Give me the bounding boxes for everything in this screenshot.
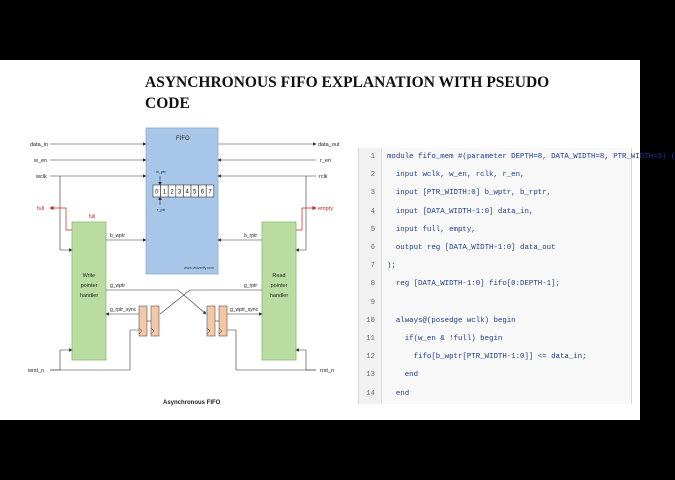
g-wptr-sync-label: g_wptr_sync [230,307,259,313]
code-line: 8 reg [DATA_WIDTH-1:0] fifo[0:DEPTH-1]; [359,275,631,293]
code-editor: 1 module fifo_mem #(parameter DEPTH=8, DA… [358,148,675,404]
memory-cell-index: 5 [193,190,197,196]
full-output-label: full [37,206,44,212]
full-inner-label: full [89,214,95,220]
rclk-label: rclk [319,174,328,180]
write-side-synchronizer [138,305,160,337]
read-handler-line-1: Read [272,273,285,279]
code-text: ); [387,262,396,271]
code-line: 3 input [PTR_WIDTH:0] b_wptr, b_rptr, [359,184,631,202]
data-out-label: data_out [318,142,340,148]
w-en-label: w_en [33,158,47,164]
memory-cell-index: 0 [155,190,159,196]
g-wptr-label: g_wptr [110,283,125,289]
line-number: 14 [366,389,375,398]
wclk-label: wclk [35,174,47,180]
memory-cell-index: 3 [178,190,182,196]
wrst-n-label: wrst_n [27,368,44,374]
g-rptr-label: g_rptr [244,283,257,289]
line-number: 2 [370,171,375,180]
line-number-gutter [359,148,382,404]
write-pointer-handler [71,221,107,361]
code-text: output reg [DATA_WIDTH-1:0] data_out [387,244,556,252]
read-side-synchronizer [206,305,228,337]
empty-output-label: empty [318,206,333,212]
memory-cell-index: 7 [208,190,212,196]
code-line: 4 input [DATA_WIDTH-1:0] data_in, [359,203,631,221]
code-text: reg [DATA_WIDTH-1:0] fifo[0:DEPTH-1]; [387,280,560,289]
code-line: 6 output reg [DATA_WIDTH-1:0] data_out [359,239,631,257]
fifo-block [145,127,219,275]
code-line: 13 end [359,366,631,384]
write-handler-line-1: Write [83,273,96,279]
memory-cell-index: 2 [170,190,174,196]
code-line: 7); [359,257,631,275]
line-number: 8 [370,280,375,289]
code-text: input full, empty, [387,225,476,234]
memory-cell-index: 1 [163,190,167,196]
code-text: module fifo_mem #(parameter DEPTH=8, DAT… [387,153,675,161]
write-handler-line-2: pointer [81,283,98,289]
memory-cell-index: 6 [201,190,205,196]
line-number: 6 [370,244,375,252]
code-text: always@(posedge wclk) begin [387,316,516,325]
code-line: 2 input wclk, w_en, rclk, r_en, [359,166,631,184]
code-text: input wclk, w_en, rclk, r_en, [387,171,525,180]
code-line: 12 fifo[b_wptr[PTR_WIDTH-1:0]] <= data_i… [359,348,631,366]
line-number: 1 [370,153,375,161]
code-line: 5 input full, empty, [359,221,631,239]
line-number: 5 [370,225,375,234]
b-rptr-label: b_rptr [244,233,257,239]
code-line: 9 [359,294,631,312]
memory-cell [205,184,215,198]
w-ptr-label: w_ptr [156,169,166,174]
write-handler-line-3: handler [80,293,99,299]
code-text: input [DATA_WIDTH-1:0] data_in, [387,207,534,216]
line-number: 7 [370,262,375,271]
read-handler-line-2: pointer [271,283,288,289]
code-line: 1 module fifo_mem #(parameter DEPTH=8, DA… [359,148,675,166]
r-ptr-label: r_ptr [157,207,166,212]
r-en-label: r_en [320,158,331,164]
data-in-label: data_in [30,142,48,148]
code-text: end [387,371,419,380]
read-handler-line-3: handler [270,293,289,299]
slide-title: ASYNCHRONOUS FIFO EXPLANATION WITH PSEUD… [145,74,550,112]
g-rptr-sync-label: g_rptr_sync [110,307,137,313]
line-number: 9 [370,298,375,307]
rrst-n-label: rrst_n [320,368,334,374]
code-line: 10 always@(posedge wclk) begin [359,312,631,330]
site-label: www.vlsiverify.com [184,266,214,270]
memory-cell-index: 4 [186,190,190,196]
code-text: end [387,389,410,398]
line-number: 10 [366,316,375,325]
line-number: 3 [370,189,375,198]
b-wptr-label: b_wptr [110,233,125,239]
diagram-caption: Asynchronous FIFO [163,400,221,406]
code-text: if(w_en & !full) begin [387,335,503,343]
code-text: fifo[b_wptr[PTR_WIDTH-1:0]] <= data_in; [387,353,587,362]
fifo-label: FIFO [176,136,190,142]
read-pointer-handler [261,221,297,361]
code-line: 11 if(w_en & !full) begin [359,330,631,348]
line-number: 12 [366,353,375,362]
line-number: 11 [366,335,375,343]
line-number: 13 [366,371,375,380]
code-line: 14 end [359,385,631,403]
code-text: input [PTR_WIDTH:0] b_wptr, b_rptr, [387,189,552,198]
slide: ASYNCHRONOUS FIFO EXPLANATION WITH PSEUD… [0,60,675,420]
line-number: 4 [370,207,375,216]
